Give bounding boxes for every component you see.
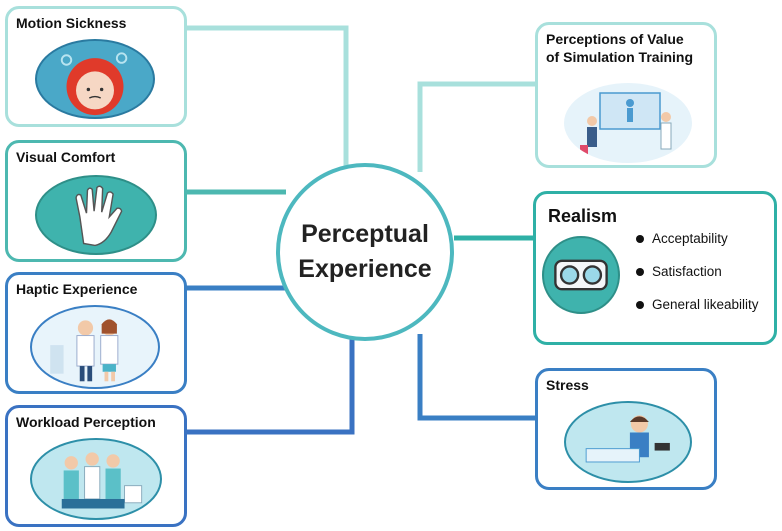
doctors-icon xyxy=(30,305,160,389)
simulation-training-icon xyxy=(564,83,692,163)
central-hub: Perceptual Experience xyxy=(276,163,454,341)
bullet-item: Acceptability xyxy=(636,230,759,263)
connector-motion-sickness xyxy=(186,25,349,172)
node-visual-comfort: Visual Comfort xyxy=(5,140,187,262)
connector-workload-perception xyxy=(186,334,355,435)
node-title-line2: of Simulation Training xyxy=(546,49,693,65)
stressed-surgeon-icon xyxy=(564,401,692,483)
node-title: Haptic Experience xyxy=(16,281,138,297)
vr-headset-icon xyxy=(542,236,620,314)
node-realism: Realism Acceptability Satisfaction Gener… xyxy=(533,191,777,345)
hub-label-line1: Perceptual xyxy=(301,220,429,248)
node-stress: Stress xyxy=(535,368,717,490)
node-perceptions-of-value: Perceptions of Value of Simulation Train… xyxy=(535,22,717,168)
hub-label: Perceptual Experience xyxy=(298,217,431,287)
node-motion-sickness: Motion Sickness xyxy=(5,6,187,127)
bullet-item: General likeability xyxy=(636,296,759,329)
medical-team-icon xyxy=(30,438,162,520)
node-title-line1: Perceptions of Value xyxy=(546,31,684,47)
hub-label-line2: Experience xyxy=(298,255,432,283)
node-title: Visual Comfort xyxy=(16,149,116,165)
connector-stress xyxy=(417,334,536,421)
node-workload-perception: Workload Perception xyxy=(5,405,187,527)
node-title: Workload Perception xyxy=(16,414,156,430)
sick-child-icon xyxy=(35,39,155,119)
node-title: Stress xyxy=(546,377,589,393)
bullet-item: Satisfaction xyxy=(636,263,759,296)
realism-bullets: Acceptability Satisfaction General likea… xyxy=(636,230,759,329)
hand-icon xyxy=(35,175,157,255)
node-haptic-experience: Haptic Experience xyxy=(5,272,187,394)
connector-perceptions-value xyxy=(417,81,536,172)
node-title: Realism xyxy=(548,206,618,226)
node-title: Motion Sickness xyxy=(16,15,127,31)
